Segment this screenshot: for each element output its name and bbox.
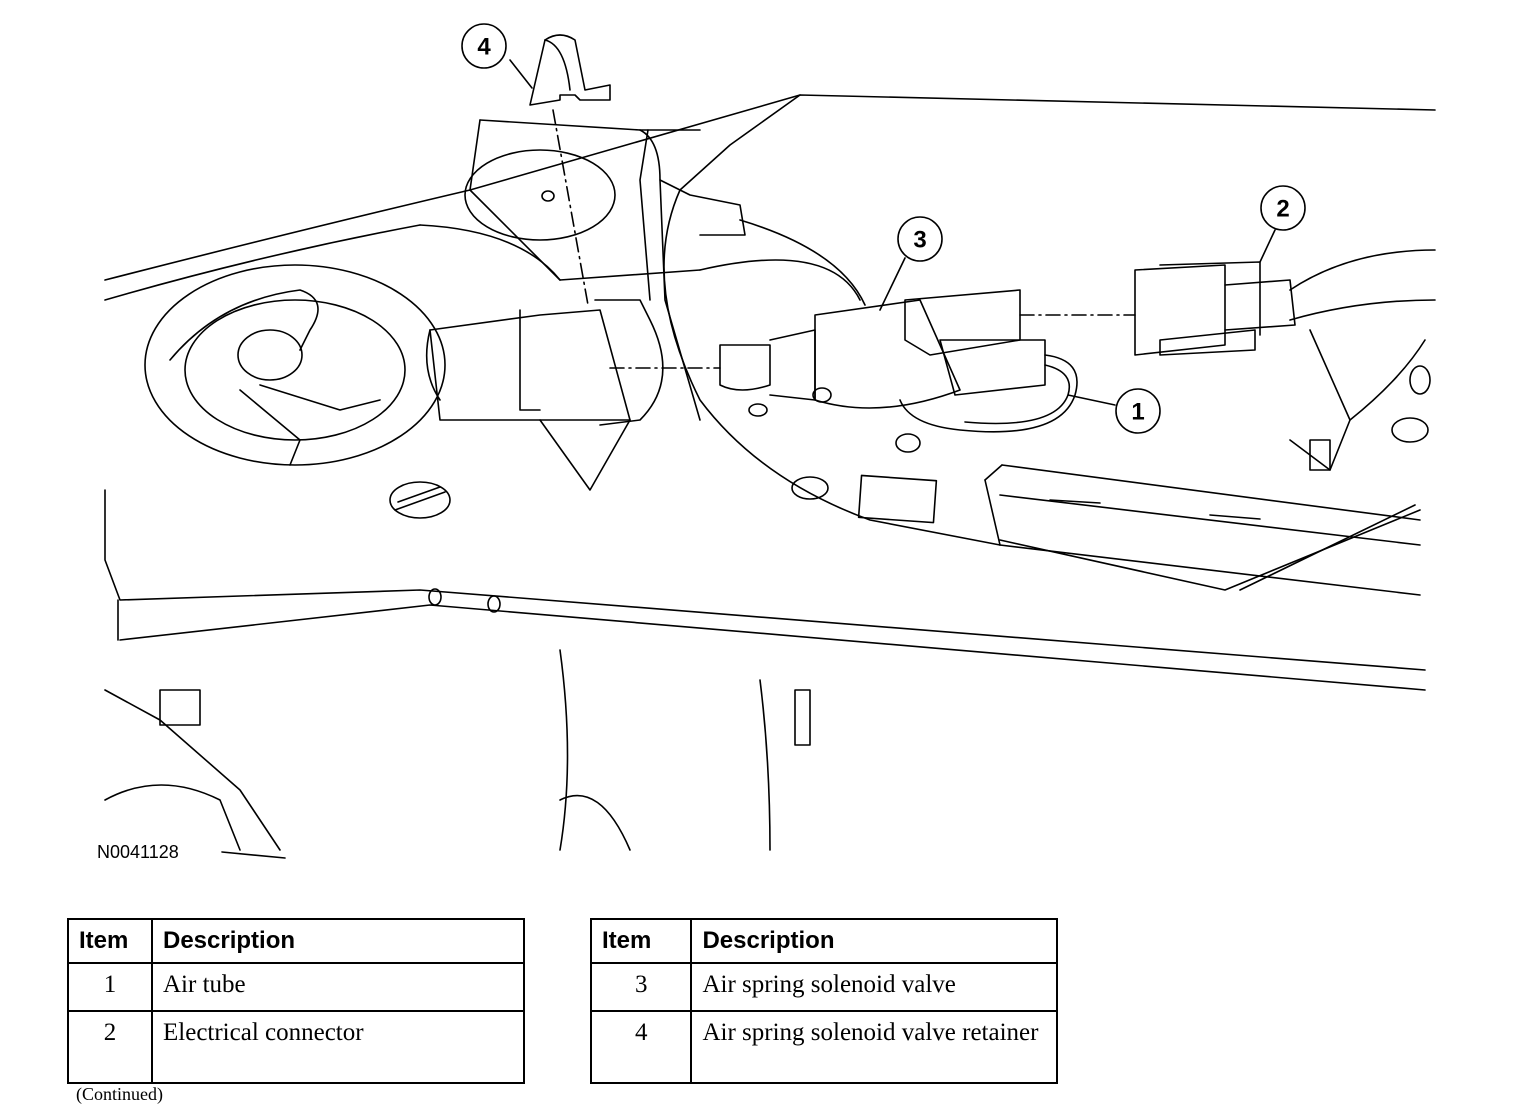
callout-3: 3 (897, 216, 943, 262)
air-tube (739, 219, 1078, 433)
table-row: 1 Air tube (67, 962, 525, 1012)
item-description: Electrical connector (151, 1010, 525, 1084)
item-number: 3 (589, 962, 693, 1012)
air-spring-solenoid-valve (719, 289, 1046, 409)
vehicle-frame (104, 94, 1436, 851)
item-description: Air tube (151, 962, 525, 1012)
svg-text:4: 4 (477, 34, 491, 61)
header-description: Description (690, 918, 1058, 964)
callout-4: 4 (461, 23, 507, 69)
item-number: 1 (67, 962, 153, 1012)
figure-id-underline (221, 851, 286, 859)
callout-1: 1 (1115, 388, 1161, 434)
figure-id: N0041128 (97, 842, 179, 862)
item-number: 2 (67, 1010, 153, 1084)
header-item: Item (67, 918, 153, 964)
alignment-lines (552, 109, 1136, 369)
svg-text:2: 2 (1276, 196, 1289, 223)
air-spring-solenoid-valve-retainer (529, 34, 611, 106)
legend-header-row: Item Description (589, 918, 1058, 964)
callout-2: 2 (1260, 185, 1306, 231)
legend-table-left: Item Description 1 Air tube 2 Electrical… (67, 918, 525, 1084)
callout-leaders (509, 59, 1276, 406)
item-description: Air spring solenoid valve retainer (690, 1010, 1058, 1084)
legend-header-row: Item Description (67, 918, 525, 964)
continued-note: (Continued) (76, 1084, 163, 1104)
svg-text:3: 3 (913, 227, 926, 254)
svg-text:1: 1 (1131, 399, 1144, 426)
table-row: 4 Air spring solenoid valve retainer (589, 1010, 1058, 1084)
item-number: 4 (589, 1010, 693, 1084)
header-item: Item (589, 918, 693, 964)
table-row: 2 Electrical connector (67, 1010, 525, 1084)
table-row: 3 Air spring solenoid valve (589, 962, 1058, 1012)
legend-table-right: Item Description 3 Air spring solenoid v… (589, 918, 1058, 1084)
air-spring (425, 129, 746, 491)
right-bracket (1289, 249, 1436, 471)
item-description: Air spring solenoid valve (690, 962, 1058, 1012)
exploded-view-diagram: 1 2 3 4 N0041128 (97, 23, 1436, 862)
header-description: Description (151, 918, 525, 964)
electrical-connector (1134, 261, 1296, 356)
